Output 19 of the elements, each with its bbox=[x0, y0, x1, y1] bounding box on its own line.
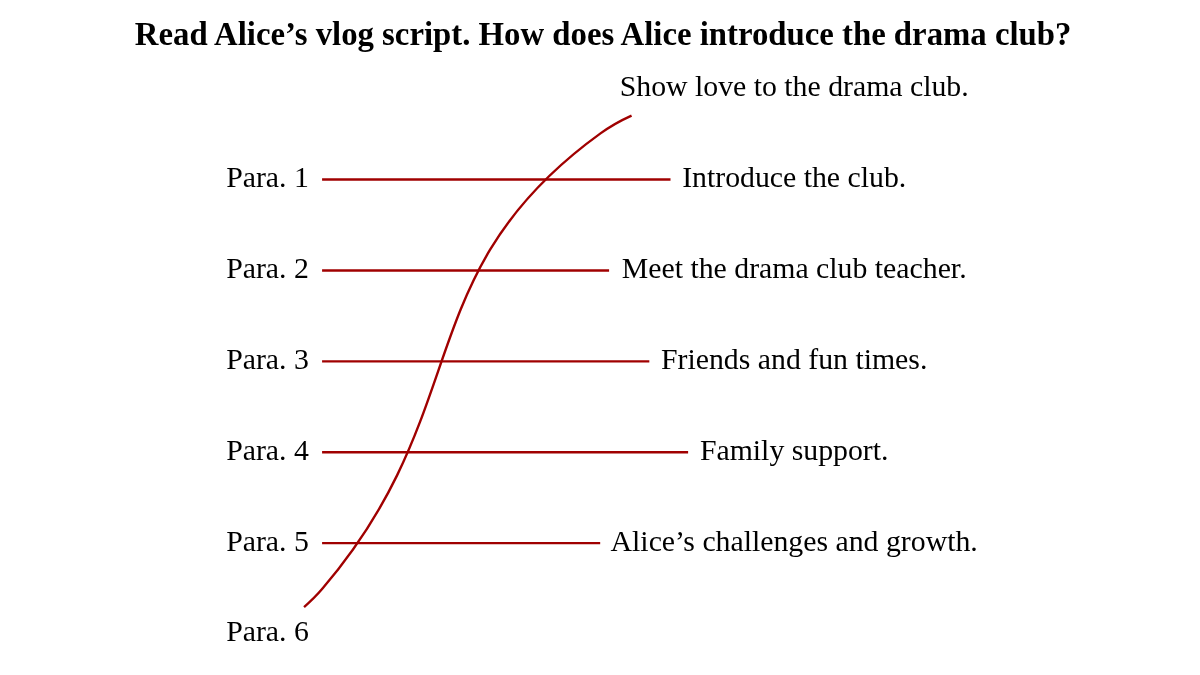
connector bbox=[321, 451, 688, 454]
node-text: Meet the drama club teacher. bbox=[621, 250, 967, 284]
node-text: Para. 3 bbox=[225, 341, 309, 375]
diagram-title: Read Alice’s vlog script. How does Alice introduce the drama club? bbox=[134, 15, 1071, 52]
node-text: Alice’s challenges and growth. bbox=[610, 523, 978, 557]
connector bbox=[321, 360, 649, 363]
node-text: Family support. bbox=[699, 432, 889, 466]
node-text: Para. 4 bbox=[225, 432, 309, 466]
node-text: Introduce the club. bbox=[681, 160, 906, 194]
node-text: Para. 1 bbox=[225, 160, 309, 194]
node-text: Para. 5 bbox=[225, 523, 309, 557]
connector bbox=[321, 541, 600, 545]
connector bbox=[302, 114, 632, 608]
connector bbox=[321, 269, 609, 272]
node-text: Para. 2 bbox=[225, 250, 309, 284]
connector bbox=[321, 178, 670, 181]
node-text: Show love to the drama club. bbox=[619, 69, 969, 103]
node-text: Friends and fun times. bbox=[660, 341, 927, 375]
node-text: Para. 6 bbox=[225, 614, 309, 648]
